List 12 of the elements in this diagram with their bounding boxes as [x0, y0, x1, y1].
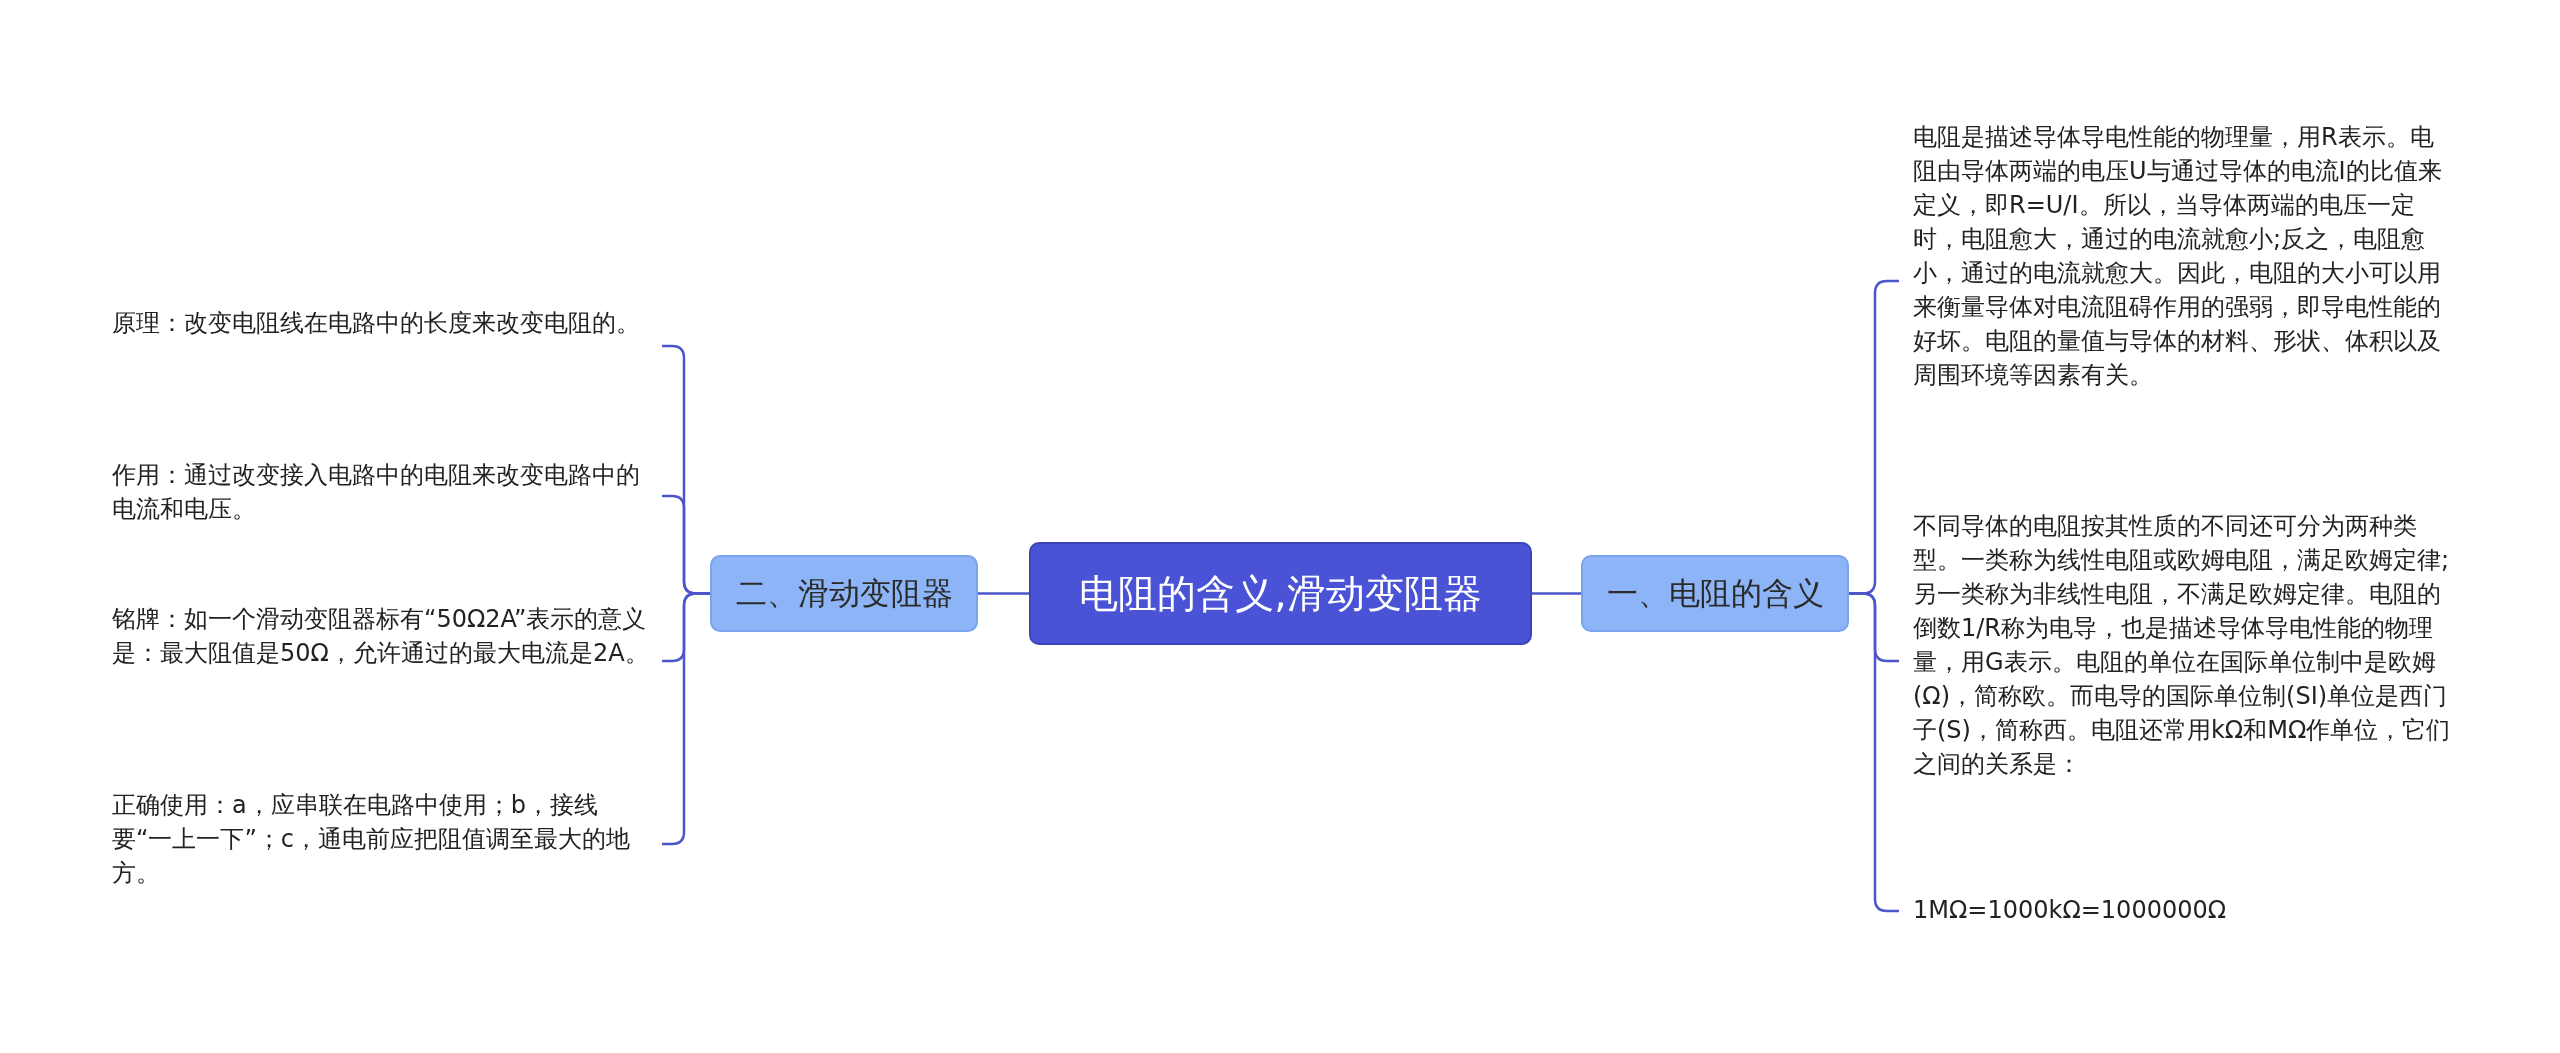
topic-note-text: 铭牌：如一个滑动变阻器标有“50Ω2A”表示的意义是：最大阻值是50Ω，允许通过的最大电流是2A。 — [112, 604, 650, 669]
connector-line — [1532, 592, 1581, 595]
branch-topic-box: 二、滑动变阻器 — [710, 555, 978, 632]
central-topic-box: 电阻的含义,滑动变阻器 — [1029, 542, 1532, 645]
topic-note-text: 不同导体的电阻按其性质的不同还可分为两种类型。一类称为线性电阻或欧姆电阻，满足欧姆定律;另一类称为非线性电阻，不满足欧姆定律。电阻的倒数1/R称为电导，也是描述导体导电性能的物理量，用G表示。电阻的单位在国际单位制中是欧姆(Ω)，简称欧。而电导的国际单位制(SI)单位是西门子(S)，简称西。电阻还常用kΩ和MΩ作单位，它们之间的关系是： — [1913, 511, 2452, 780]
topic-note-text: 电阻是描述导体导电性能的物理量，用R表示。电阻由导体两端的电压U与通过导体的电流I的比值来定义，即R=U/I。所以，当导体两端的电压一定时，电阻愈大，通过的电流就愈小;反之，电阻愈小，通过的电流就愈大。因此，电阻的大小可以用来衡量导体对电流阻碍作用的强弱，即导电性能的好坏。电阻的量值与导体的材料、形状、体积以及周围环境等因素有关。 — [1913, 122, 2443, 391]
connector-line — [978, 592, 1029, 595]
topic-note-text: 原理：改变电阻线在电路中的长度来改变电阻的。 — [112, 308, 641, 339]
topic-note-text: 1MΩ=1000kΩ=1000000Ω — [1913, 895, 2228, 926]
topic-note-text: 作用：通过改变接入电路中的电阻来改变电路中的电流和电压。 — [112, 460, 641, 525]
topic-note-text: 正确使用：a，应串联在电路中使用；b，接线要“一上一下”；c，通电前应把阻值调至最大的地方。 — [112, 790, 632, 889]
branch-topic-box: 一、电阻的含义 — [1581, 555, 1849, 632]
